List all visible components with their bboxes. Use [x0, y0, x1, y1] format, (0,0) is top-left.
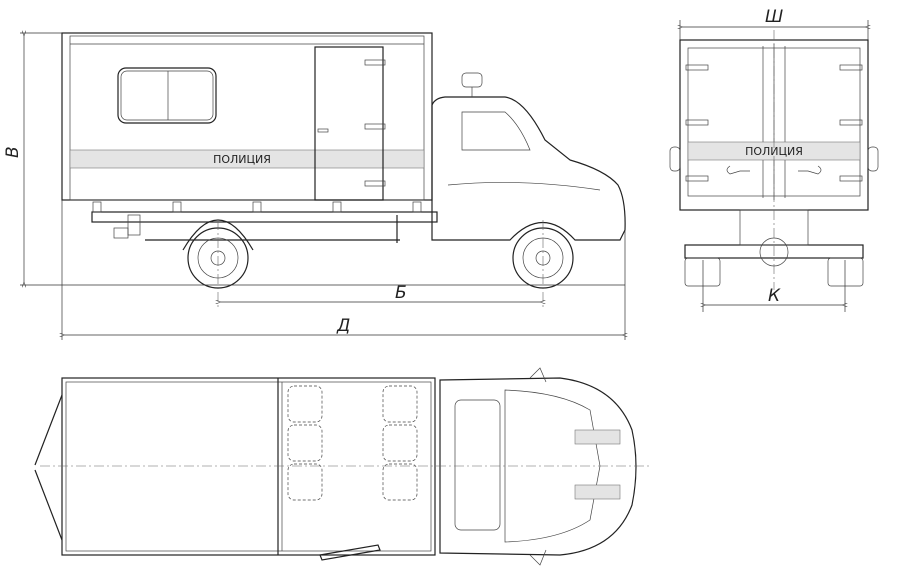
- width-dimension-label: Ш: [765, 7, 783, 27]
- hinge-icon: [364, 180, 386, 187]
- length-dimension-label: Д: [336, 316, 350, 336]
- cargo-body-plan: [61, 377, 436, 556]
- side-door-open: [319, 544, 381, 561]
- cab-plan: [439, 377, 637, 556]
- height-dimension-label: В: [3, 146, 23, 158]
- side-door: [314, 46, 384, 201]
- wheelbase-dimension-label: Б: [395, 283, 407, 303]
- top-view: [34, 367, 650, 566]
- cab: [431, 96, 626, 241]
- seats: [287, 385, 418, 501]
- side-stripe: [69, 149, 425, 169]
- side-view: ПОЛИЦИЯ В Б Д: [3, 33, 625, 340]
- track-dimension-label: К: [768, 286, 781, 306]
- cab-window: [461, 111, 531, 151]
- roof-light-icon: [461, 72, 483, 88]
- hinge-icon: [364, 59, 386, 66]
- hinge-icon: [364, 123, 386, 130]
- cargo-body: [61, 32, 433, 201]
- rear-door-open: [34, 394, 63, 541]
- door-handle-icon: [317, 128, 329, 133]
- side-marking: ПОЛИЦИЯ: [213, 153, 271, 166]
- side-window: [117, 67, 217, 124]
- rear-view: ПОЛИЦИЯ Ш К: [669, 7, 879, 312]
